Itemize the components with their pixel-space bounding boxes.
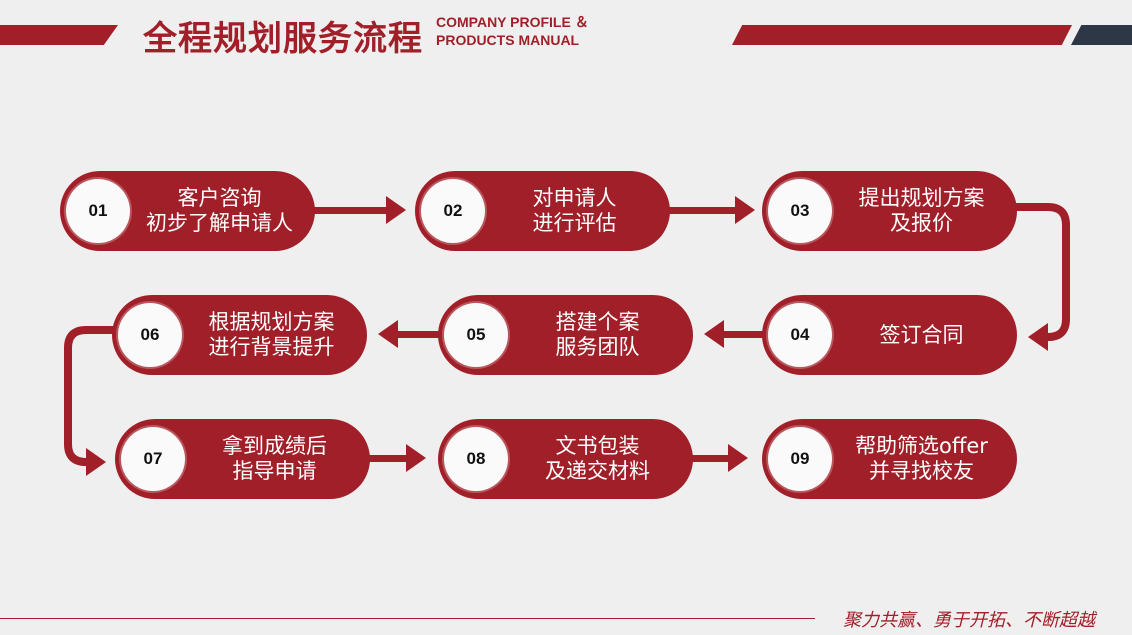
arrow-02-03 (665, 207, 737, 214)
step-06: 06 根据规划方案 进行背景提升 (112, 295, 367, 375)
arrowhead-02-03 (735, 196, 755, 224)
step-label-line-2: 服务团队 (555, 335, 640, 359)
step-label-line-1: 拿到成绩后 (222, 434, 327, 458)
subtitle-line-2: PRODUCTS MANUAL (436, 32, 580, 48)
step-label: 提出规划方案 及报价 (838, 171, 1005, 251)
step-number-badge: 06 (118, 303, 182, 367)
arrowhead-05-06 (378, 320, 398, 348)
arrow-05-06 (396, 331, 444, 338)
step-number: 01 (88, 201, 108, 220)
step-09: 09 帮助筛选offer 并寻找校友 (762, 419, 1017, 499)
step-label-line-1: 签订合同 (879, 322, 964, 347)
step-label-line-2: 指导申请 (232, 459, 317, 483)
step-number-badge: 05 (444, 303, 508, 367)
step-label-line-1: 客户咨询 (177, 186, 262, 210)
step-label-line-2: 及报价 (890, 211, 953, 235)
step-label-line-1: 根据规划方案 (208, 310, 335, 334)
step-number: 08 (466, 449, 486, 468)
step-label-line-2: 进行背景提升 (208, 335, 335, 359)
header-subtitle: COMPANY PROFILE ＆ PRODUCTS MANUAL (436, 13, 589, 49)
curve-06-07 (64, 326, 118, 466)
step-number-badge: 02 (421, 179, 485, 243)
header-right-bar (732, 25, 1072, 45)
step-label: 搭建个案 服务团队 (514, 295, 681, 375)
step-number: 07 (143, 449, 163, 468)
footer-divider (0, 618, 815, 619)
arrowhead-08-09 (728, 444, 748, 472)
step-label-line-1: 搭建个案 (555, 310, 640, 334)
step-label: 文书包装 及递交材料 (514, 419, 681, 499)
step-number: 03 (790, 201, 810, 220)
subtitle-line-1: COMPANY PROFILE ＆ (436, 14, 589, 30)
page-title: 全程规划服务流程 (143, 19, 423, 59)
arrow-04-05 (722, 331, 768, 338)
step-04: 04 签订合同 (762, 295, 1017, 375)
header-right-dark-bar (1071, 25, 1132, 45)
arrow-01-02 (310, 207, 388, 214)
step-08: 08 文书包装 及递交材料 (438, 419, 693, 499)
step-number-badge: 03 (768, 179, 832, 243)
step-07: 07 拿到成绩后 指导申请 (115, 419, 370, 499)
step-label: 拿到成绩后 指导申请 (191, 419, 358, 499)
arrowhead-07-08 (406, 444, 426, 472)
step-01: 01 客户咨询 初步了解申请人 (60, 171, 315, 251)
step-label-line-1: 提出规划方案 (858, 186, 985, 210)
step-number-badge: 08 (444, 427, 508, 491)
step-label-line-1: 帮助筛选offer (855, 434, 988, 458)
step-number: 06 (140, 325, 160, 344)
step-number-badge: 07 (121, 427, 185, 491)
step-number: 09 (790, 449, 810, 468)
step-label: 客户咨询 初步了解申请人 (136, 171, 303, 251)
step-label-line-2: 及递交材料 (545, 459, 650, 483)
step-number-badge: 01 (66, 179, 130, 243)
step-label-line-1: 文书包装 (555, 434, 640, 458)
step-number: 05 (466, 325, 486, 344)
step-05: 05 搭建个案 服务团队 (438, 295, 693, 375)
step-label: 帮助筛选offer 并寻找校友 (838, 419, 1005, 499)
arrowhead-06-07 (86, 448, 106, 476)
arrow-08-09 (690, 455, 730, 462)
step-label-line-1: 对申请人 (532, 186, 617, 210)
step-number-badge: 04 (768, 303, 832, 367)
curve-03-04 (1012, 203, 1070, 341)
step-label-line-2: 并寻找校友 (869, 459, 974, 483)
step-02: 02 对申请人 进行评估 (415, 171, 670, 251)
step-label-line-2: 初步了解申请人 (146, 211, 293, 235)
arrowhead-01-02 (386, 196, 406, 224)
arrowhead-03-04 (1028, 323, 1048, 351)
arrowhead-04-05 (704, 320, 724, 348)
step-number: 02 (443, 201, 463, 220)
step-label: 对申请人 进行评估 (491, 171, 658, 251)
step-03: 03 提出规划方案 及报价 (762, 171, 1017, 251)
step-label-line-2: 进行评估 (532, 211, 617, 235)
step-label: 签订合同 (838, 295, 1005, 375)
arrow-07-08 (368, 455, 408, 462)
footer-slogan: 聚力共赢、勇于开拓、不断超越 (843, 610, 1095, 630)
step-number-badge: 09 (768, 427, 832, 491)
header-left-bar (0, 25, 118, 45)
step-number: 04 (790, 325, 810, 344)
step-label: 根据规划方案 进行背景提升 (188, 295, 355, 375)
